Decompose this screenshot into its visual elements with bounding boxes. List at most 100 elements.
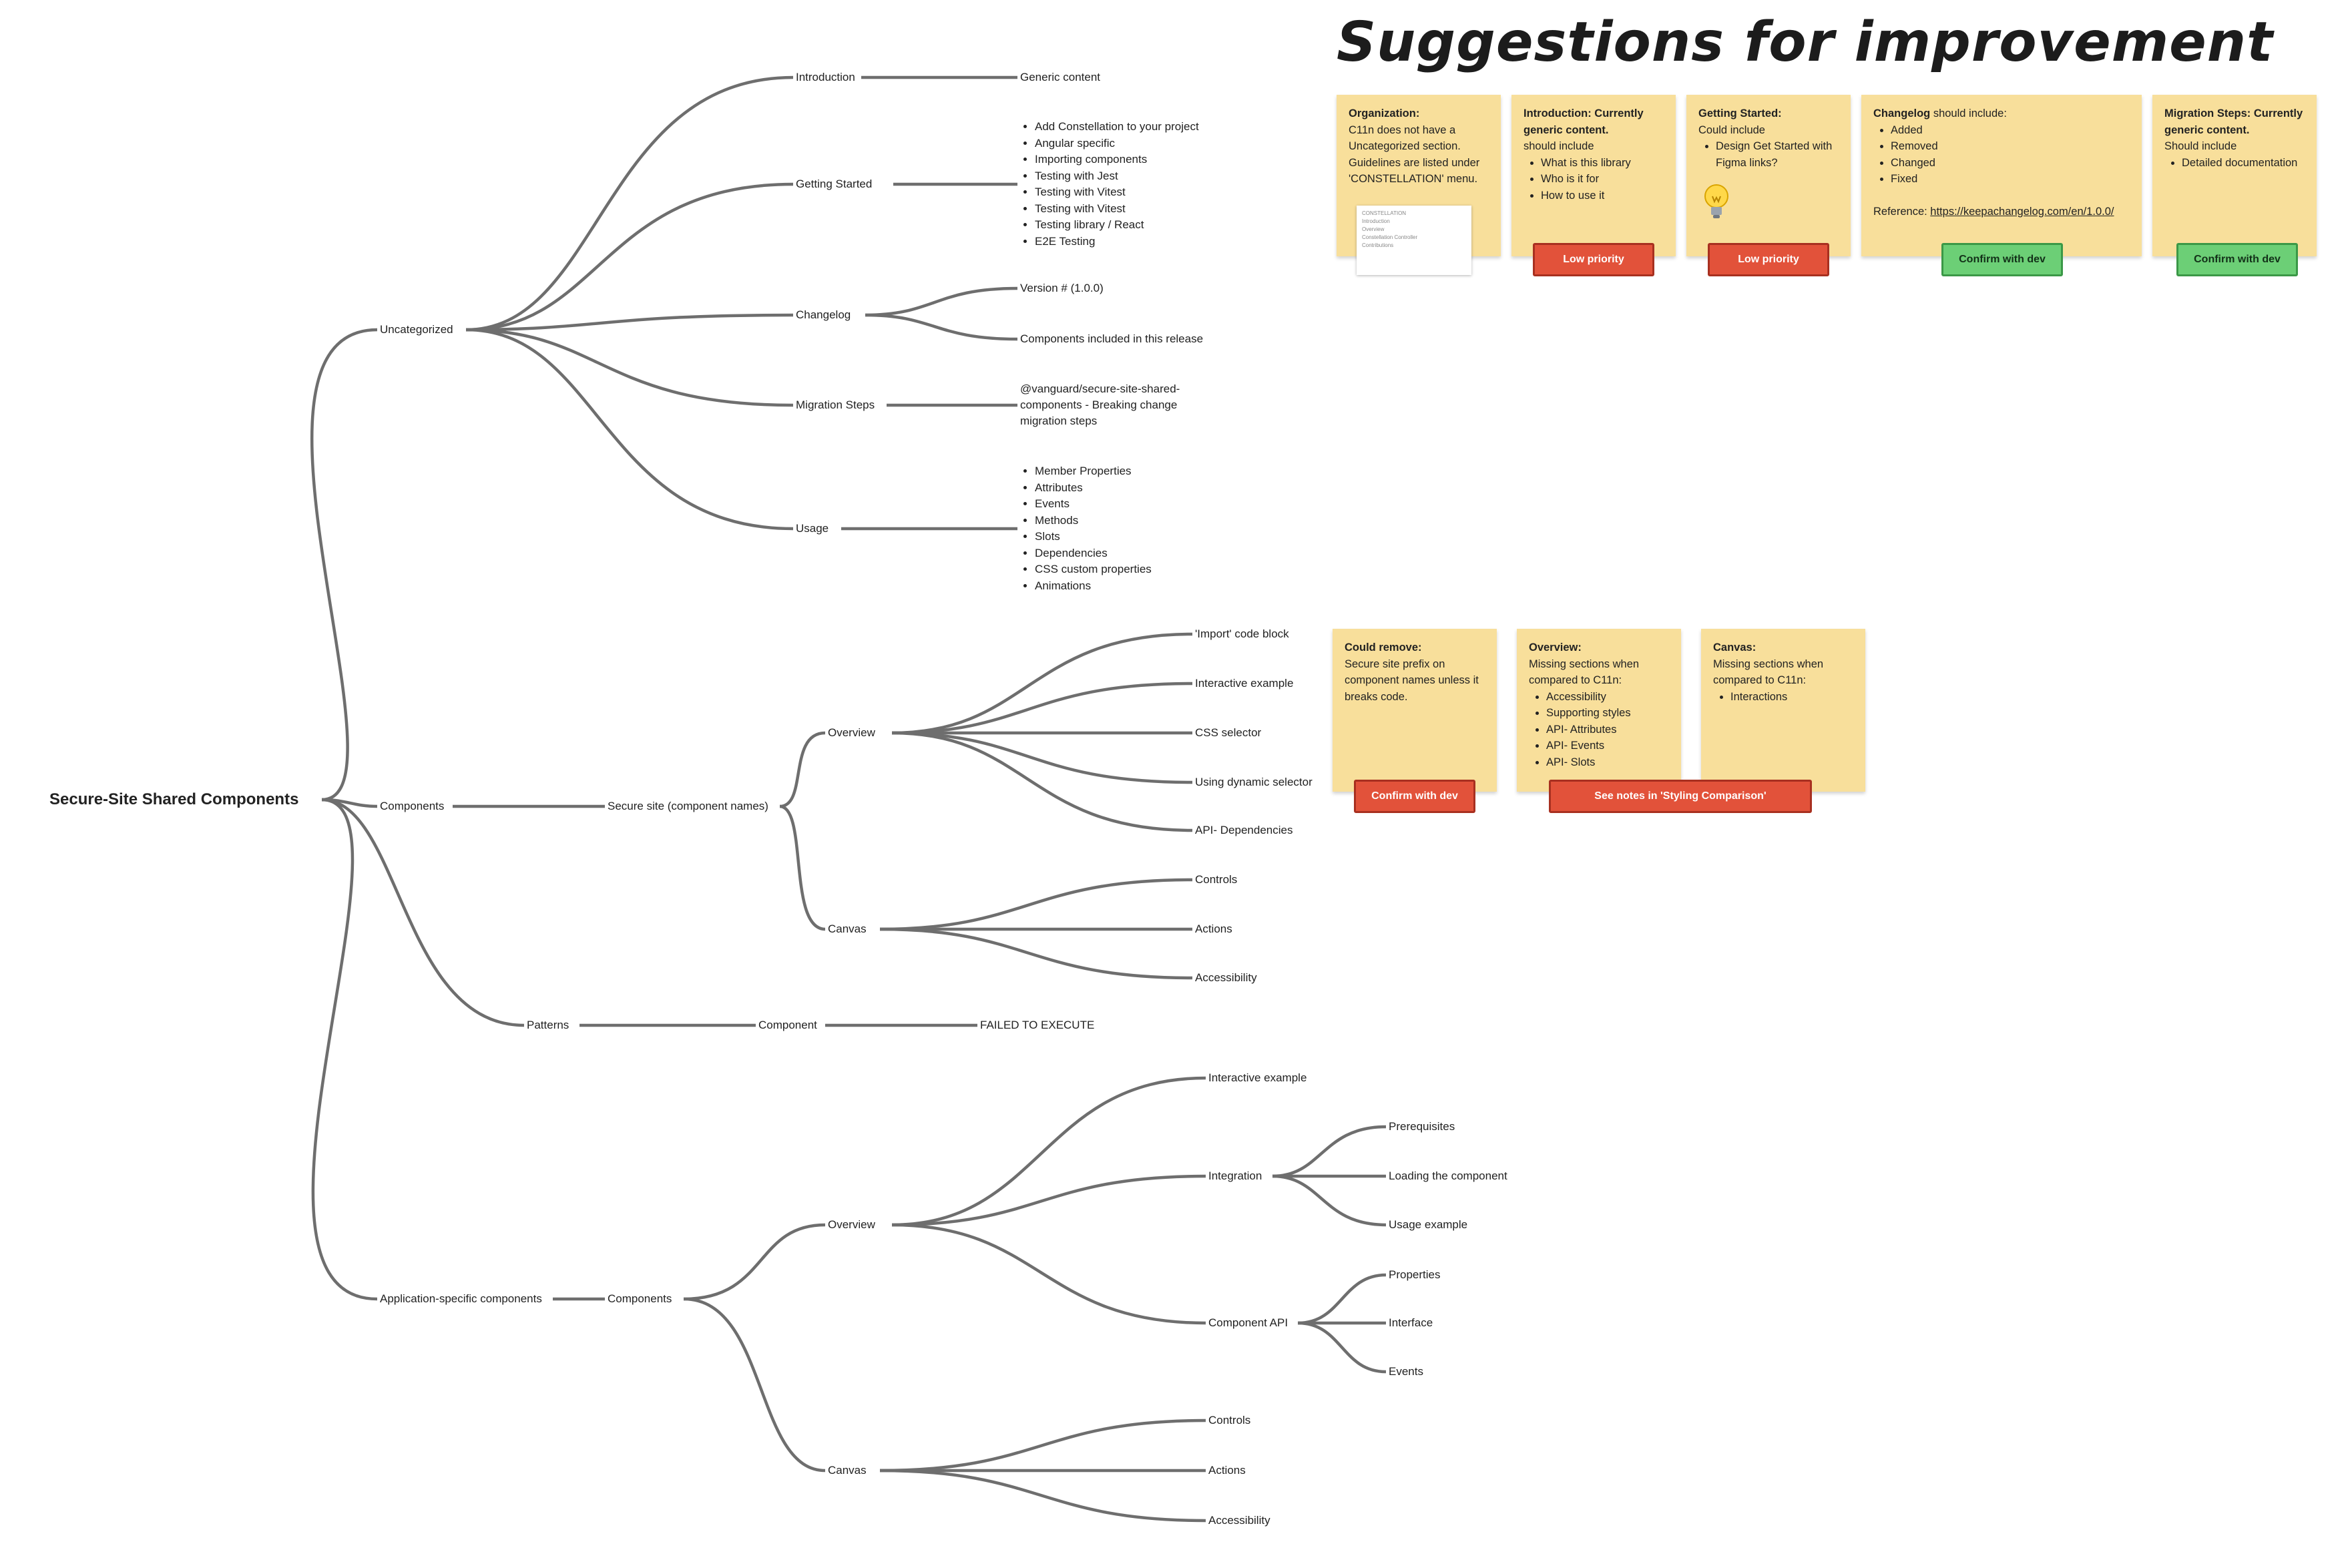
- node-usage[interactable]: Usage: [793, 521, 831, 536]
- node-introduction-leaf[interactable]: Generic content: [1017, 70, 1103, 85]
- node-components[interactable]: Components: [377, 799, 447, 814]
- link-ov-dynamic: [892, 733, 1192, 782]
- confirm-with-dev-tag[interactable]: Confirm with dev: [1354, 780, 1475, 813]
- node-app-integration[interactable]: Integration: [1206, 1169, 1264, 1184]
- link-unc-intro: [466, 77, 793, 330]
- node-patterns[interactable]: Patterns: [524, 1018, 571, 1033]
- node-app-canvas-actions[interactable]: Actions: [1206, 1463, 1248, 1478]
- list-item: Changed: [1891, 155, 2130, 172]
- link-ov2-integration: [892, 1176, 1206, 1225]
- node-changelog-components[interactable]: Components included in this release: [1017, 332, 1206, 346]
- link-api-properties: [1298, 1275, 1386, 1323]
- sticky-heading: Getting Started:: [1698, 105, 1839, 122]
- sticky-could-remove[interactable]: Could remove: Secure site prefix on comp…: [1333, 629, 1497, 792]
- sticky-canvas[interactable]: Canvas: Missing sections when compared t…: [1701, 629, 1865, 792]
- sticky-body: Should include: [2164, 138, 2305, 155]
- node-app-canvas-accessibility[interactable]: Accessibility: [1206, 1513, 1273, 1528]
- page-title: Suggestions for improvement: [1337, 11, 2273, 74]
- list-item: API- Events: [1546, 738, 1669, 754]
- see-notes-tag[interactable]: See notes in 'Styling Comparison': [1549, 780, 1812, 813]
- node-uncategorized[interactable]: Uncategorized: [377, 322, 456, 337]
- thumb-line: Contributions: [1362, 242, 1466, 250]
- node-patterns-component[interactable]: Component: [756, 1018, 820, 1033]
- node-usage-list[interactable]: Member Properties Attributes Events Meth…: [1017, 463, 1154, 594]
- lightbulb-icon: [1701, 182, 1732, 222]
- list-item: Accessibility: [1546, 689, 1669, 706]
- node-app-specific[interactable]: Application-specific components: [377, 1292, 545, 1306]
- node-app-interactive[interactable]: Interactive example: [1206, 1071, 1309, 1085]
- list-item: API- Attributes: [1546, 722, 1669, 738]
- list-item: Member Properties: [1035, 463, 1152, 480]
- node-app-overview[interactable]: Overview: [825, 1218, 878, 1232]
- node-overview-css[interactable]: CSS selector: [1192, 726, 1264, 740]
- node-api-events[interactable]: Events: [1386, 1364, 1426, 1379]
- node-integration-prereq[interactable]: Prerequisites: [1386, 1119, 1457, 1134]
- link-unc-getting: [466, 184, 793, 330]
- node-overview-dynamic[interactable]: Using dynamic selector: [1192, 775, 1315, 790]
- reference-label: Reference:: [1873, 206, 1930, 218]
- list-item: Fixed: [1891, 171, 2130, 188]
- node-getting-started[interactable]: Getting Started: [793, 177, 875, 192]
- node-migration-steps[interactable]: Migration Steps: [793, 398, 877, 413]
- confirm-with-dev-tag[interactable]: Confirm with dev: [2176, 243, 2298, 276]
- node-app-components[interactable]: Components: [605, 1292, 674, 1306]
- node-getting-started-list[interactable]: Add Constellation to your project Angula…: [1017, 119, 1202, 250]
- node-canvas-actions[interactable]: Actions: [1192, 922, 1235, 937]
- node-integration-loading[interactable]: Loading the component: [1386, 1169, 1510, 1184]
- list-item: Added: [1891, 122, 2130, 139]
- list-item: Animations: [1035, 578, 1152, 595]
- node-api-interface[interactable]: Interface: [1386, 1316, 1435, 1330]
- sticky-body: Could include: [1698, 122, 1839, 139]
- node-canvas-accessibility[interactable]: Accessibility: [1192, 971, 1260, 985]
- link-secure-overview: [780, 733, 825, 806]
- link-canvas-controls: [880, 880, 1192, 929]
- node-patterns-failed[interactable]: FAILED TO EXECUTE: [977, 1018, 1097, 1033]
- sticky-getting-started[interactable]: Getting Started: Could include Design Ge…: [1686, 95, 1851, 256]
- link-secure-canvas: [780, 806, 825, 929]
- list-item: Testing library / React: [1035, 217, 1199, 234]
- node-migration-leaf[interactable]: @vanguard/secure-site-shared-components …: [1017, 381, 1203, 429]
- node-changelog-version[interactable]: Version # (1.0.0): [1017, 281, 1106, 296]
- sticky-heading: Organization:: [1349, 105, 1489, 122]
- low-priority-tag[interactable]: Low priority: [1708, 243, 1829, 276]
- sticky-heading: Changelog: [1873, 107, 1930, 119]
- sticky-body: C11n does not have a Uncategorized secti…: [1349, 122, 1489, 188]
- node-component-api[interactable]: Component API: [1206, 1316, 1290, 1330]
- sticky-body: Missing sections when compared to C11n:: [1529, 656, 1669, 689]
- node-app-canvas-controls[interactable]: Controls: [1206, 1413, 1253, 1428]
- reference-link[interactable]: https://keepachangelog.com/en/1.0.0/: [1930, 206, 2114, 218]
- node-introduction[interactable]: Introduction: [793, 70, 858, 85]
- link-ov2-interactive: [892, 1078, 1206, 1225]
- link-canvas-accessibility: [880, 929, 1192, 978]
- list-item: Importing components: [1035, 152, 1199, 168]
- list-item: What is this library: [1541, 155, 1664, 172]
- list-item: Testing with Vitest: [1035, 201, 1199, 218]
- node-overview-import[interactable]: 'Import' code block: [1192, 627, 1292, 641]
- node-overview[interactable]: Overview: [825, 726, 878, 740]
- sticky-overview[interactable]: Overview: Missing sections when compared…: [1517, 629, 1681, 792]
- sticky-migration[interactable]: Migration Steps: Currently generic conte…: [2152, 95, 2317, 256]
- list-item: How to use it: [1541, 188, 1664, 204]
- node-canvas[interactable]: Canvas: [825, 922, 869, 937]
- low-priority-tag[interactable]: Low priority: [1533, 243, 1654, 276]
- node-api-properties[interactable]: Properties: [1386, 1268, 1443, 1282]
- sticky-heading: Overview:: [1529, 639, 1669, 656]
- node-overview-api[interactable]: API- Dependencies: [1192, 823, 1295, 838]
- node-overview-interactive[interactable]: Interactive example: [1192, 676, 1296, 691]
- node-changelog[interactable]: Changelog: [793, 308, 853, 322]
- node-app-canvas[interactable]: Canvas: [825, 1463, 869, 1478]
- sticky-heading: Introduction: Currently generic content.: [1523, 105, 1664, 138]
- thumb-line: Introduction: [1362, 218, 1466, 226]
- confirm-with-dev-tag[interactable]: Confirm with dev: [1941, 243, 2063, 276]
- sticky-introduction[interactable]: Introduction: Currently generic content.…: [1511, 95, 1676, 256]
- node-secure-site[interactable]: Secure site (component names): [605, 799, 771, 814]
- node-integration-usage[interactable]: Usage example: [1386, 1218, 1470, 1232]
- list-item: Testing with Vitest: [1035, 184, 1199, 201]
- link-changelog-components: [865, 315, 1017, 339]
- node-canvas-controls[interactable]: Controls: [1192, 872, 1240, 887]
- sticky-changelog[interactable]: Changelog should include: Added Removed …: [1861, 95, 2142, 256]
- list-item: Interactions: [1730, 689, 1853, 706]
- mindmap-root[interactable]: Secure-Site Shared Components: [47, 790, 301, 810]
- list-item: Attributes: [1035, 480, 1152, 497]
